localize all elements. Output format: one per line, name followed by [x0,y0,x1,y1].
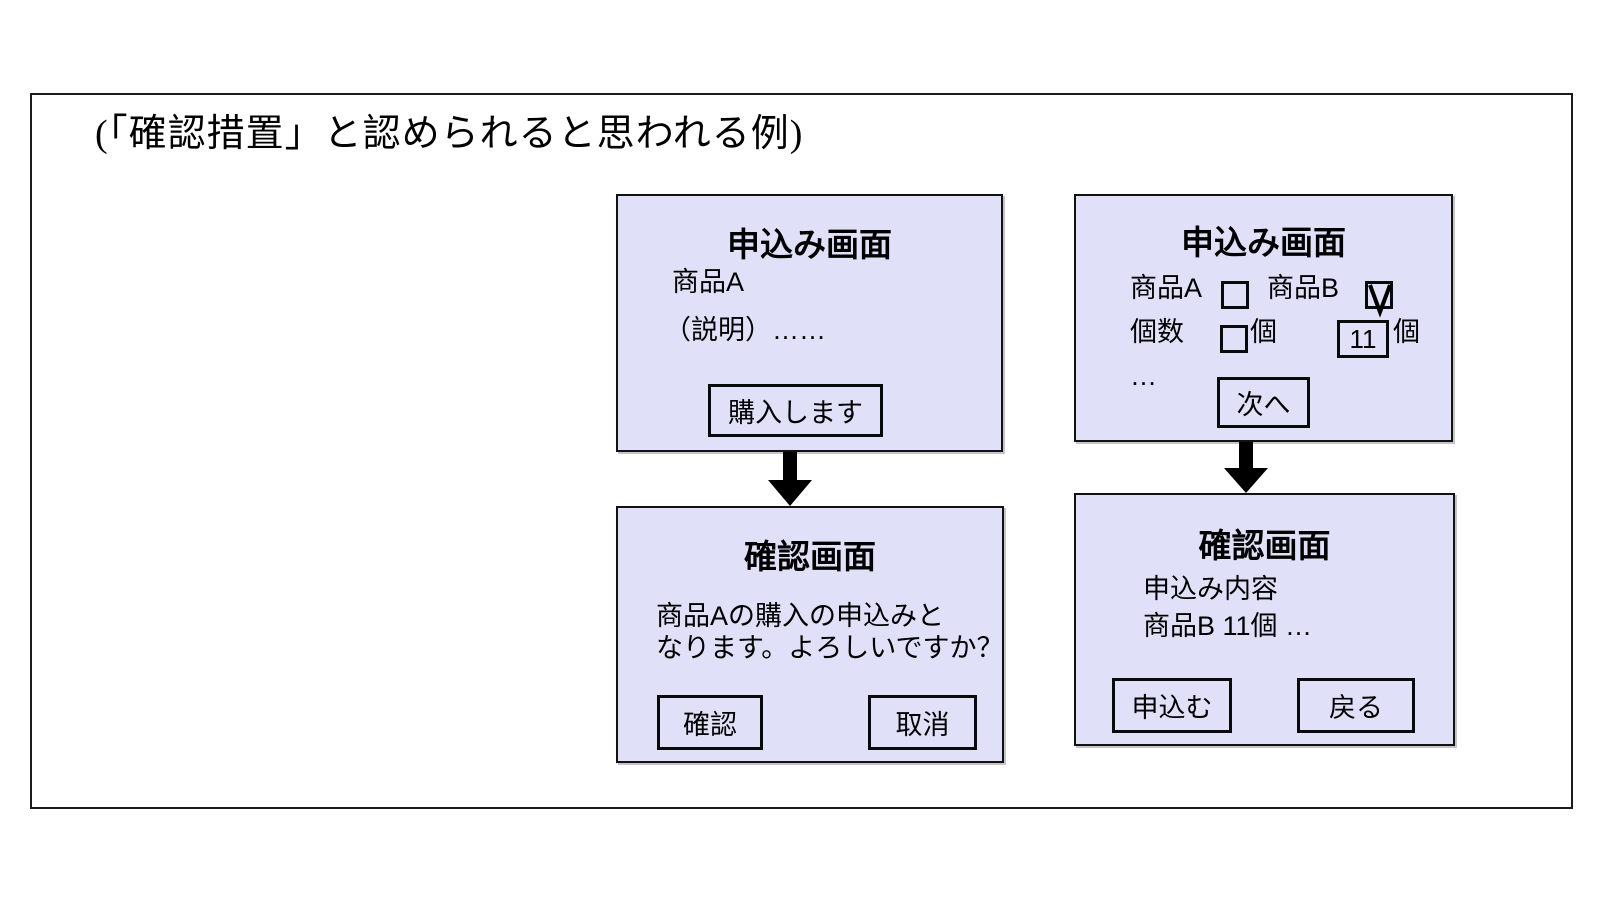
product-a-label: 商品A [672,267,745,297]
arrow-shaft [783,452,797,481]
confirm-button[interactable]: 確認 [657,695,763,750]
order-summary-detail: 商品B 11個 … [1143,611,1313,641]
quantity-a-checkbox-unchecked-icon[interactable] [1220,325,1248,353]
figure-caption: (「確認措置」と認められると思われる例) [95,113,804,155]
arrow-head [1224,468,1268,493]
arrow-head [768,480,812,506]
left-confirm-screen-title: 確認画面 [744,538,876,575]
more-items-ellipsis: … [1130,361,1157,391]
product-b-checkbox-checked-icon[interactable] [1365,281,1393,318]
right-order-screen-title: 申込み画面 [1181,224,1346,261]
down-arrow-icon [1224,442,1268,493]
product-a-checkbox-unchecked-icon[interactable] [1221,281,1249,309]
cancel-button[interactable]: 取消 [868,695,977,750]
right-confirm-screen-title: 確認画面 [1198,527,1331,564]
product-b-label: 商品B [1267,273,1340,303]
order-summary-heading: 申込み内容 [1143,574,1278,604]
quantity-a-unit-label: 個 [1250,317,1277,347]
quantity-b-unit-label: 個 [1393,317,1420,347]
product-description-label: （説明）…… [664,315,826,345]
right-order-screen-panel: 申込み画面 商品A 商品B 個数 個 11 個 … 次へ [1074,194,1453,442]
down-arrow-icon [768,452,812,506]
arrow-shaft [1239,442,1253,469]
back-button[interactable]: 戻る [1297,678,1415,733]
left-order-screen-title: 申込み画面 [727,226,892,263]
buy-button[interactable]: 購入します [708,384,883,437]
right-confirm-screen-panel: 確認画面 申込み内容 商品B 11個 … 申込む 戻る [1074,493,1455,746]
left-order-screen-panel: 申込み画面 商品A （説明）…… 購入します [616,194,1003,452]
confirm-message-line2: なります。よろしいですか？ [656,633,1004,663]
next-button[interactable]: 次へ [1217,377,1310,428]
quantity-label: 個数 [1130,317,1184,347]
left-confirm-screen-panel: 確認画面 商品Aの購入の申込みと なります。よろしいですか？ 確認 取消 [616,506,1004,763]
confirm-message-line1: 商品Aの購入の申込みと [656,601,945,631]
quantity-b-input[interactable]: 11 [1337,320,1389,358]
product-a-label: 商品A [1130,273,1203,303]
apply-button[interactable]: 申込む [1112,678,1232,733]
